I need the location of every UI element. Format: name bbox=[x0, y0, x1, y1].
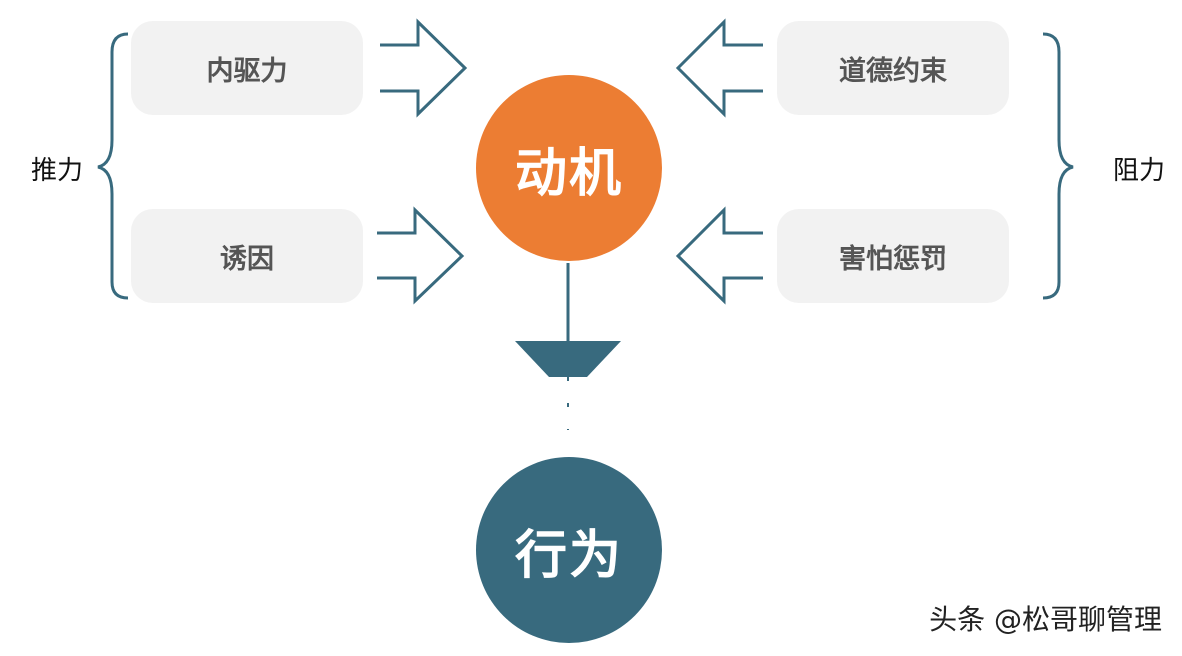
box-temptation: 诱因 bbox=[131, 209, 363, 303]
label-push: 推力 bbox=[31, 156, 84, 186]
circle-motive: 动机 bbox=[476, 75, 662, 261]
watermark: 头条 @松哥聊管理 bbox=[929, 603, 1162, 636]
box-fear-punishment: 害怕惩罚 bbox=[777, 209, 1009, 303]
box-inner-drive-label: 内驱力 bbox=[206, 55, 288, 87]
funnel-shape bbox=[515, 341, 621, 377]
box-moral-constraint: 道德约束 bbox=[777, 21, 1009, 115]
label-resistance: 阻力 bbox=[1113, 156, 1166, 186]
arrow-right-top bbox=[380, 18, 468, 118]
arrow-left-bottom bbox=[675, 206, 763, 305]
box-inner-drive: 内驱力 bbox=[131, 21, 363, 115]
circle-behavior-label: 行为 bbox=[514, 525, 623, 586]
arrow-right-bottom bbox=[377, 206, 465, 305]
box-moral-constraint-label: 道德约束 bbox=[839, 55, 947, 87]
circle-motive-label: 动机 bbox=[514, 143, 623, 204]
arrow-left-top bbox=[675, 18, 763, 118]
box-fear-punishment-label: 害怕惩罚 bbox=[839, 243, 947, 275]
left-brace bbox=[97, 32, 129, 300]
box-temptation-label: 诱因 bbox=[220, 243, 274, 275]
right-brace bbox=[1042, 32, 1074, 300]
circle-behavior: 行为 bbox=[476, 457, 662, 643]
